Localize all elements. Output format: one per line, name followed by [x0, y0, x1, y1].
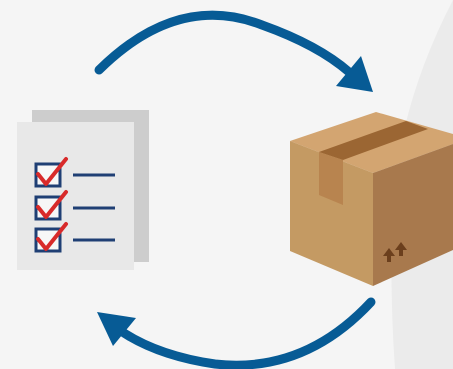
box-left-face [290, 141, 373, 286]
curved-arrow-right-icon [94, 10, 373, 92]
checklist-item [34, 222, 115, 253]
checklist-item [34, 190, 115, 221]
box-tape [319, 121, 428, 160]
box-tape-flap [319, 152, 343, 205]
checkmark-icon [36, 222, 68, 251]
package-box-icon [290, 112, 453, 286]
checklist-item [34, 157, 115, 188]
checklist-icon [17, 110, 149, 270]
curved-arrow-left-icon [97, 297, 376, 369]
checkmark-icon [36, 157, 68, 186]
checkmark-icon [36, 190, 68, 219]
box-right-face [373, 144, 453, 286]
fragile-arrows-icon [383, 242, 407, 262]
